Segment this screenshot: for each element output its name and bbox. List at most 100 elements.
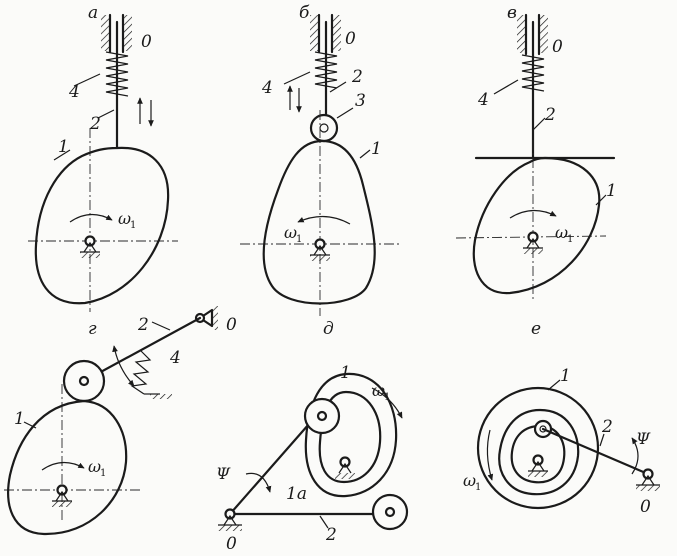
roller-pin-g (78, 375, 90, 387)
roller-lower-pin-d (384, 506, 396, 518)
leader-1-b (359, 149, 371, 159)
leader-1-e (547, 379, 561, 391)
label-2-e: 2 (601, 417, 613, 437)
omega-d: ω (372, 381, 385, 400)
roller-pin-b (319, 123, 329, 133)
cam-profile-1-b (262, 139, 376, 305)
ground-hatch-v (523, 248, 543, 254)
cam-pivot-support-e (531, 460, 545, 472)
label-0-e: 0 (640, 497, 651, 517)
rotation-arrow-v (509, 209, 557, 219)
swing-arrow-d (245, 472, 272, 493)
guide-hatch-right-v (539, 15, 548, 53)
label-0-d: 0 (226, 534, 237, 554)
panel-letter-g: г (88, 319, 97, 339)
panel-a: а 0 4 2 1 ω 1 (28, 3, 178, 312)
rotation-arrow-b (297, 215, 351, 225)
leader-4-b (283, 71, 311, 85)
pivot-support-g (55, 490, 69, 502)
omega-sub-v: 1 (567, 234, 573, 245)
guide-hatch-left-v (517, 15, 526, 53)
pivot-a (84, 235, 96, 247)
rocker-ground-hatch-e (636, 485, 660, 491)
cam-disk-1-e (476, 386, 600, 510)
groove-outer-e (498, 408, 580, 496)
spring-4-g (130, 349, 152, 395)
omega-v: ω (555, 223, 568, 242)
omega-g: ω (88, 457, 101, 476)
spring-4-a (105, 51, 129, 97)
cam-ground-hatch-e (528, 471, 548, 477)
pivot-support-b (313, 244, 327, 256)
label-4-a: 4 (68, 82, 80, 102)
omega-sub-a: 1 (130, 220, 136, 231)
label-1-d: 1 (340, 363, 351, 383)
omega-b: ω (284, 223, 297, 242)
label-2-v: 2 (544, 105, 556, 125)
rocker-arm-upper-d (228, 414, 318, 516)
omega-a: ω (118, 209, 131, 228)
spring-4-b (314, 51, 338, 89)
psi-e: Ψ (636, 429, 651, 448)
ground-hatch-b (310, 255, 330, 261)
panel-letter-v: в (507, 3, 517, 23)
rocker-pivot-support-e (641, 474, 655, 486)
rocking-arrow-g (112, 345, 135, 387)
label-2-a: 2 (89, 114, 101, 134)
rocker-ground-hatch-d (218, 525, 242, 531)
leader-2-e (599, 433, 605, 447)
label-2-d: 2 (325, 525, 337, 545)
ground-hatch-g (52, 501, 72, 507)
label-4-v: 4 (477, 90, 489, 110)
omega-sub-g: 1 (100, 468, 106, 479)
label-1a-d: 1а (286, 484, 307, 504)
guide-hatch-right (123, 15, 132, 51)
cam-pivot-e (532, 454, 544, 466)
omega-sub-b: 1 (296, 234, 302, 245)
guide-hatch-left (101, 15, 110, 51)
cam-pivot-support-d (338, 462, 352, 474)
guide-hatch-left-b (310, 15, 319, 51)
cam-profile-1-v (472, 156, 601, 295)
label-1-v: 1 (606, 181, 617, 201)
label-0-v: 0 (552, 37, 563, 57)
label-2-g: 2 (137, 315, 149, 335)
panel-letter-e: е (531, 319, 541, 339)
spring-4-v (521, 54, 545, 92)
rocker-arm-2-e (541, 427, 650, 476)
label-3-b: 3 (355, 91, 366, 111)
rotation-arrow-d (371, 387, 403, 419)
label-1-g: 1 (14, 409, 25, 429)
panel-letter-b: б (299, 3, 310, 23)
panel-letter-a: а (88, 3, 98, 23)
leader-2-a (97, 109, 115, 119)
roller-upper-pin-d (316, 410, 328, 422)
rotation-arrow-g (41, 461, 85, 471)
pivot-b (314, 238, 326, 250)
cam-profile-1-a (34, 146, 170, 305)
guide-hatch-right-b (332, 15, 341, 51)
psi-d: Ψ (216, 464, 231, 483)
label-1-e: 1 (560, 366, 571, 386)
panel-v: в 0 4 2 1 ω 1 (455, 3, 617, 300)
omega-e: ω (463, 471, 476, 490)
rocker-pivot-e (642, 468, 654, 480)
cam-profile-1-g (7, 399, 128, 536)
omega-sub-d: 1 (384, 392, 390, 403)
rotation-arrow-e (486, 429, 494, 481)
leader-3-b (336, 107, 354, 119)
leader-2-b (329, 81, 347, 93)
leader-2-v (532, 117, 546, 131)
pivot-support-a (83, 241, 97, 253)
cam-pivot-d (339, 456, 351, 468)
pivot-g (56, 484, 68, 496)
panel-e: е 1 2 Ψ 0 ω 1 (463, 319, 660, 517)
leader-2-g (151, 321, 171, 331)
pivot-support-v (526, 237, 540, 249)
label-0-b: 0 (345, 29, 356, 49)
label-1-b: 1 (371, 139, 382, 159)
rocker-arm-2-g (84, 316, 202, 382)
rocker-pivot-hatch-g (212, 306, 218, 330)
